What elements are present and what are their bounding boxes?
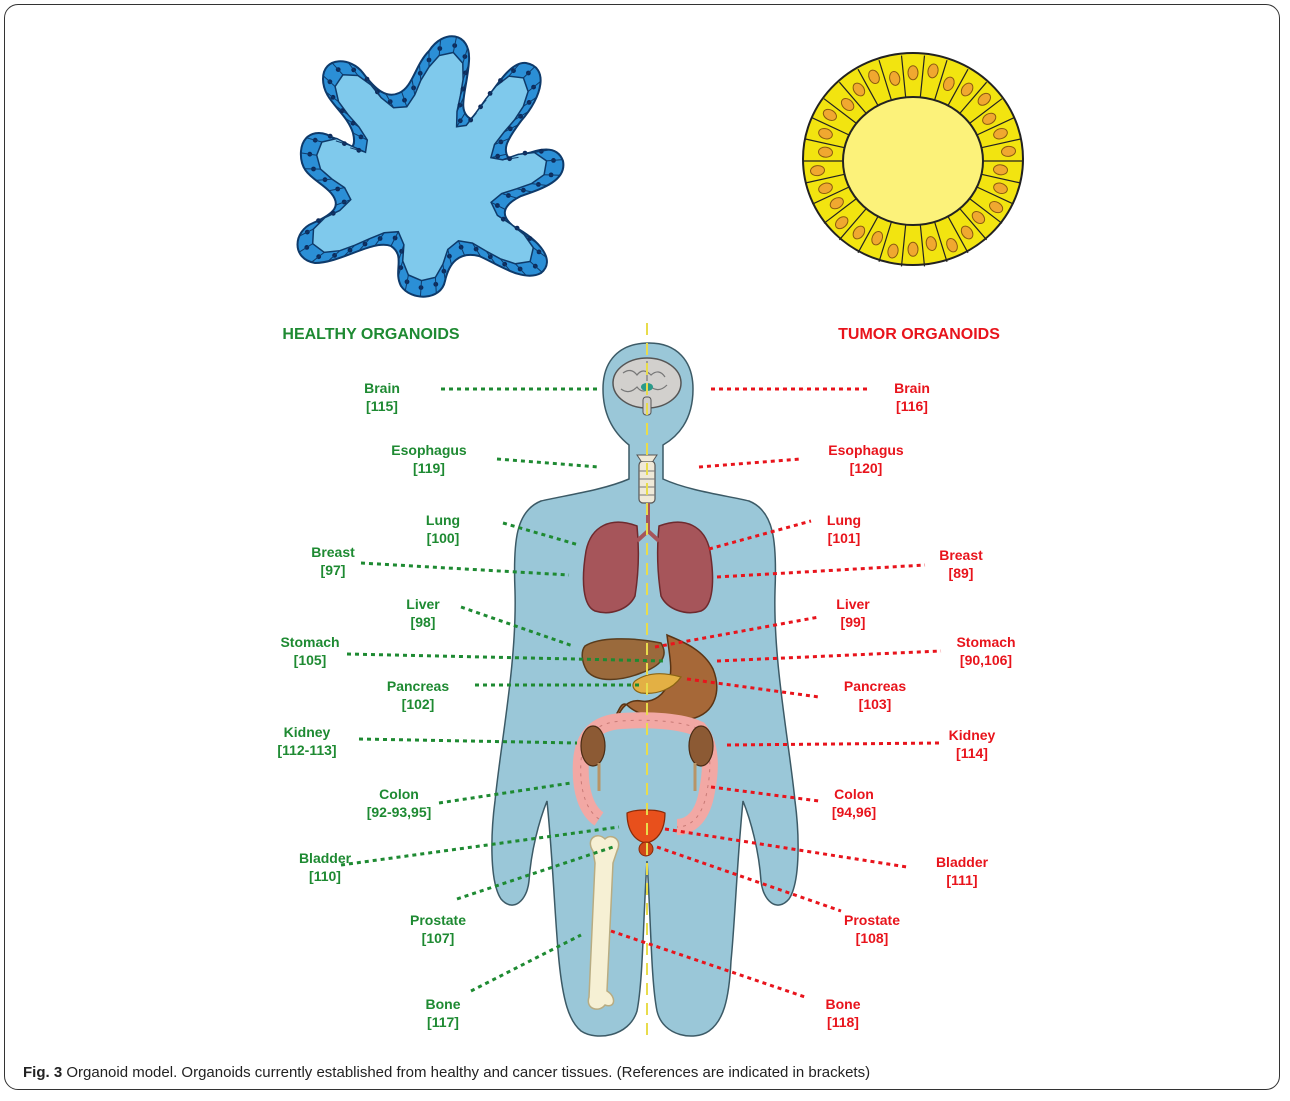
- healthy-label-pancreas: Pancreas[102]: [387, 678, 449, 712]
- tumor-label-bladder: Bladder[111]: [936, 854, 989, 888]
- esophagus-icon: [637, 455, 657, 503]
- healthy-labels: Brain[115] Esophagus[119] Lung[100] Brea…: [277, 380, 467, 1030]
- healthy-label-liver: Liver[98]: [406, 596, 440, 630]
- caption-label: Fig. 3: [23, 1064, 62, 1081]
- healthy-organoid-lumen: [313, 53, 547, 281]
- tumor-labels: Brain[116] Esophagus[120] Lung[101] Brea…: [826, 380, 1016, 1030]
- tumor-label-brain: Brain[116]: [894, 380, 930, 414]
- healthy-label-lung: Lung[100]: [426, 512, 460, 546]
- tumor-organoids-header: TUMOR ORGANOIDS: [838, 326, 1000, 343]
- tumor-label-liver: Liver[99]: [836, 596, 870, 630]
- tumor-label-lung: Lung[101]: [827, 512, 861, 546]
- organoid-figure: HEALTHY ORGANOIDS TUMOR ORGANOIDS: [5, 5, 1280, 1090]
- human-body: [492, 343, 798, 1036]
- tumor-label-esophagus: Esophagus[120]: [828, 442, 904, 476]
- healthy-cell-border: [544, 175, 560, 176]
- tumor-label-prostate: Prostate[108]: [844, 912, 900, 946]
- tumor-cell-nucleus: [908, 66, 918, 80]
- caption-text: Organoid model. Organoids currently esta…: [66, 1064, 870, 1081]
- tumor-cell-nucleus: [908, 242, 918, 256]
- figure-caption: Fig. 3 Organoid model. Organoids current…: [23, 1064, 1263, 1081]
- figure-frame: HEALTHY ORGANOIDS TUMOR ORGANOIDS: [4, 4, 1280, 1090]
- tumor-organoid-lumen: [843, 97, 983, 225]
- healthy-organoid-illustration: [298, 36, 564, 296]
- healthy-label-colon: Colon[92-93,95]: [367, 786, 432, 820]
- tumor-label-pancreas: Pancreas[103]: [844, 678, 906, 712]
- tumor-label-breast: Breast[89]: [939, 547, 983, 581]
- healthy-label-kidney: Kidney[112-113]: [277, 724, 336, 758]
- tumor-label-bone: Bone[118]: [826, 996, 861, 1030]
- healthy-label-esophagus: Esophagus[119]: [391, 442, 467, 476]
- healthy-connector-1: [497, 459, 599, 467]
- healthy-organoids-header: HEALTHY ORGANOIDS: [282, 326, 460, 343]
- healthy-label-bladder: Bladder[110]: [299, 850, 352, 884]
- tumor-organoid-illustration: [803, 53, 1023, 266]
- healthy-label-stomach: Stomach[105]: [280, 634, 339, 668]
- healthy-label-prostate: Prostate[107]: [410, 912, 466, 946]
- tumor-connector-7: [727, 743, 941, 745]
- healthy-label-brain: Brain[115]: [364, 380, 400, 414]
- tumor-label-colon: Colon[94,96]: [832, 786, 876, 820]
- healthy-label-bone: Bone[117]: [426, 996, 461, 1030]
- healthy-label-breast: Breast[97]: [311, 544, 355, 578]
- tumor-label-kidney: Kidney[114]: [949, 727, 996, 761]
- tumor-connector-1: [699, 459, 801, 467]
- tumor-label-stomach: Stomach[90,106]: [956, 634, 1015, 668]
